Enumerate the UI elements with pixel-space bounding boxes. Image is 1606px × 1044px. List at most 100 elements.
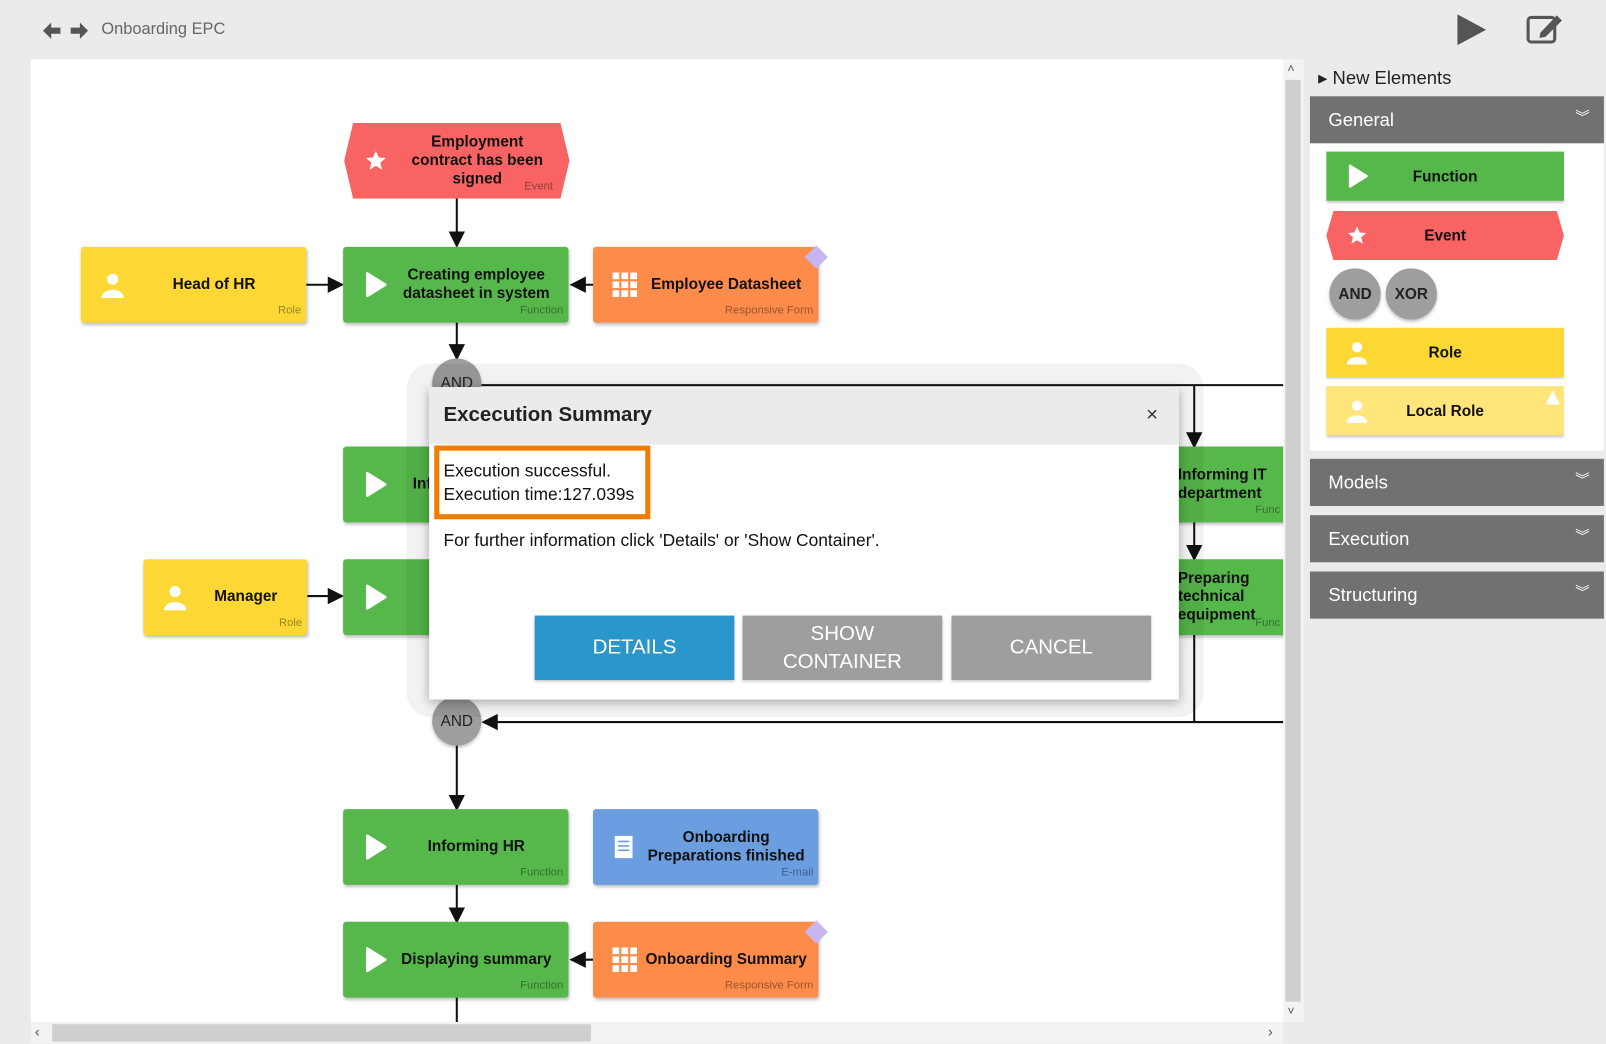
play-icon (365, 272, 387, 298)
scrollbar-thumb[interactable] (52, 1024, 591, 1042)
dialog-info-text: For further information click 'Details' … (443, 530, 880, 550)
node-type: Role (277, 304, 302, 317)
new-elements-title[interactable]: ▸ New Elements (1318, 67, 1452, 89)
document-icon (614, 835, 633, 859)
details-button[interactable]: DETAILS (534, 615, 735, 681)
node-type: Func (1255, 503, 1281, 517)
scroll-down-icon[interactable]: ˅ (1287, 1003, 1295, 1019)
person-icon (164, 586, 187, 611)
person-icon (101, 273, 124, 299)
node-label: Manager (214, 587, 278, 606)
node-label: Employment contract has been signed (411, 133, 544, 188)
node-label: Employee Datasheet (651, 275, 802, 293)
play-icon (365, 471, 387, 498)
section-label: Models (1328, 472, 1388, 493)
arrow-left-icon[interactable] (41, 20, 92, 40)
form-node-datasheet[interactable]: Employee Datasheet Responsive Form (593, 245, 828, 323)
execution-summary-dialog: Excecution Summary × Execution successfu… (429, 387, 1179, 700)
palette-label: AND (1338, 285, 1372, 303)
form-node-summary[interactable]: Onboarding Summary Responsive Form (593, 920, 828, 998)
palette-and[interactable]: AND (1329, 268, 1381, 320)
and-gateway-bottom[interactable]: AND (432, 696, 482, 746)
event-node[interactable]: Employment contract has been signed Even… (344, 122, 570, 199)
palette-function[interactable]: Function (1326, 151, 1564, 201)
node-type: Function (520, 979, 564, 992)
play-icon (365, 947, 387, 973)
dialog-header: Excecution Summary × (429, 387, 1179, 445)
palette-label: Local Role (1406, 401, 1484, 420)
person-icon (1346, 400, 1368, 423)
execution-result-highlight: Execution successful. Execution time:127… (434, 445, 651, 520)
star-icon (1347, 226, 1367, 244)
function-node-preparing[interactable]: Preparing technical equipment Func (1167, 559, 1284, 636)
function-node-creating[interactable]: Creating employee datasheet in system Fu… (343, 246, 569, 323)
node-label: Informing IT department (1177, 466, 1267, 502)
cancel-button[interactable]: CANCEL (951, 615, 1152, 681)
node-label: Onboarding Summary (645, 950, 807, 968)
play-icon[interactable] (1454, 12, 1489, 47)
node-label: Informing HR (427, 837, 525, 856)
play-icon (365, 584, 387, 610)
function-node-informing-it[interactable]: Informing IT department Func (1167, 446, 1284, 523)
node-label: Displaying summary (401, 950, 552, 968)
scroll-up-icon[interactable]: ˄ (1287, 61, 1295, 76)
node-label: Onboarding Preparations finished (647, 828, 805, 865)
execution-status: Execution successful. (443, 460, 611, 481)
execution-time: Execution time:127.039s (443, 484, 635, 504)
section-structuring[interactable]: Structuring ︾ (1309, 571, 1604, 619)
chevron-down-icon: ︾ (1575, 583, 1590, 601)
edit-icon[interactable] (1526, 12, 1565, 45)
node-label: Inf (412, 475, 432, 493)
node-label: Creating employee datasheet in system (402, 266, 550, 303)
palette-xor[interactable]: XOR (1385, 268, 1437, 320)
node-label: Head of HR (172, 275, 256, 293)
node-type: Responsive Form (724, 979, 814, 992)
node-type: Role (278, 616, 303, 629)
section-label: General (1328, 109, 1394, 131)
section-general[interactable]: General ︾ (1309, 96, 1604, 144)
scroll-right-icon[interactable]: › (1267, 1023, 1273, 1040)
dialog-title: Excecution Summary (443, 403, 652, 427)
gate-label: AND (440, 712, 474, 730)
node-type: Function (520, 866, 564, 879)
section-label: Execution (1328, 528, 1410, 549)
node-label: Preparing technical equipment (1177, 569, 1256, 624)
section-models[interactable]: Models︾ (1309, 458, 1604, 506)
node-type: Func (1255, 616, 1281, 629)
palette-local-role[interactable]: Local Role (1326, 386, 1564, 436)
chevron-down-icon: ︾ (1575, 527, 1590, 544)
horizontal-scrollbar[interactable]: ‹ › (30, 1022, 1284, 1044)
palette-event[interactable]: Event (1326, 210, 1564, 261)
play-icon (1348, 164, 1368, 188)
play-icon (365, 834, 387, 860)
scrollbar-thumb[interactable] (1285, 79, 1301, 1002)
close-icon[interactable]: × (1146, 403, 1159, 427)
grid-icon (612, 947, 637, 972)
star-icon (365, 150, 386, 170)
scroll-left-icon[interactable]: ‹ (34, 1023, 40, 1040)
chevron-down-icon: ︾ (1575, 108, 1590, 125)
connections (306, 197, 1284, 1023)
palette-label: Event (1424, 226, 1467, 245)
arrow-right-icon[interactable] (70, 20, 90, 40)
palette-label: Role (1428, 343, 1462, 362)
grid-icon (612, 272, 637, 297)
palette-label: XOR (1394, 285, 1428, 303)
panel-title: New Elements (1332, 67, 1452, 89)
node-type: Function (520, 304, 564, 317)
palette-role[interactable]: Role (1326, 327, 1564, 377)
function-node-informing-hr[interactable]: Informing HR Function (343, 809, 569, 885)
section-label: Structuring (1328, 584, 1418, 606)
person-icon (1346, 342, 1368, 365)
node-type: Event (524, 180, 554, 193)
vertical-scrollbar[interactable]: ˄ ˅ (1283, 59, 1304, 1023)
email-node[interactable]: Onboarding Preparations finished E-mail (593, 809, 819, 885)
top-bar: Onboarding EPC (0, 0, 1606, 60)
function-node-displaying[interactable]: Displaying summary Function (343, 921, 569, 998)
model-title: Onboarding EPC (101, 20, 226, 38)
section-execution[interactable]: Execution ︾ (1309, 515, 1604, 563)
show-container-button[interactable]: SHOW CONTAINER (742, 615, 943, 681)
node-type: E-mail (781, 866, 814, 879)
role-node-manager[interactable]: Manager Role (143, 559, 308, 636)
role-node-head-of-hr[interactable]: Head of HR Role (80, 246, 307, 323)
